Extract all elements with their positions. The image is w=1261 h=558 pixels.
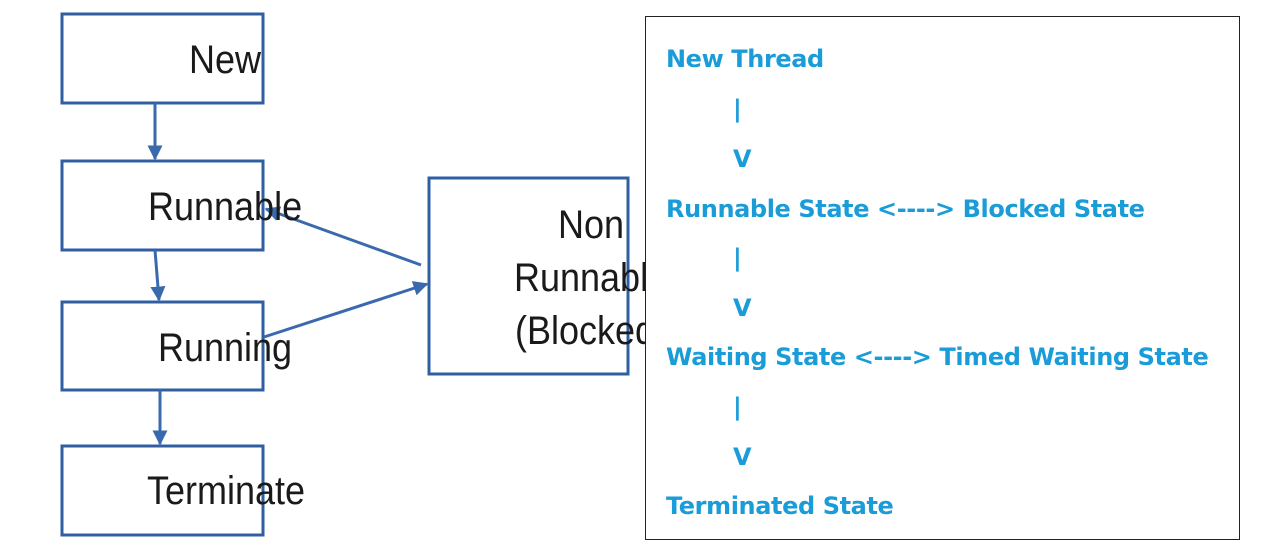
node-non-runnable-label-line-2: Runnable xyxy=(514,256,668,300)
panel-pipe-2: | xyxy=(733,244,742,272)
node-non-runnable-label-line-3: (Blocked) xyxy=(515,309,667,353)
arrow-runnable-to-running xyxy=(150,249,166,302)
node-running-box xyxy=(60,300,265,392)
panel-line-runnable-blocked: Runnable State <----> Blocked State xyxy=(666,195,1145,223)
node-non-runnable-box xyxy=(427,176,630,376)
panel-pipe-1: | xyxy=(733,95,742,123)
node-terminate-box xyxy=(60,444,265,537)
node-terminate-label: Terminate xyxy=(147,469,305,513)
panel-line-terminated: Terminated State xyxy=(666,492,894,520)
arrow-running-to-non-runnable xyxy=(263,281,429,339)
node-running-label: Running xyxy=(158,326,292,370)
node-new-label: New xyxy=(189,38,262,82)
arrow-non-runnable-to-runnable xyxy=(264,206,422,267)
node-new-box xyxy=(60,12,265,105)
panel-v-arrow-1: V xyxy=(733,145,752,173)
panel-pipe-3: | xyxy=(733,393,742,421)
panel-line-waiting-timed-waiting: Waiting State <----> Timed Waiting State xyxy=(666,343,1209,371)
node-runnable-box xyxy=(60,159,265,252)
node-runnable-label: Runnable xyxy=(148,185,302,229)
panel-line-new-thread: New Thread xyxy=(666,45,824,73)
panel-v-arrow-2: V xyxy=(733,294,752,322)
node-non-runnable-label-line-1: Non xyxy=(558,203,624,247)
panel-v-arrow-3: V xyxy=(733,443,752,471)
thread-states-panel: New Thread | V Runnable State <----> Blo… xyxy=(645,16,1240,540)
